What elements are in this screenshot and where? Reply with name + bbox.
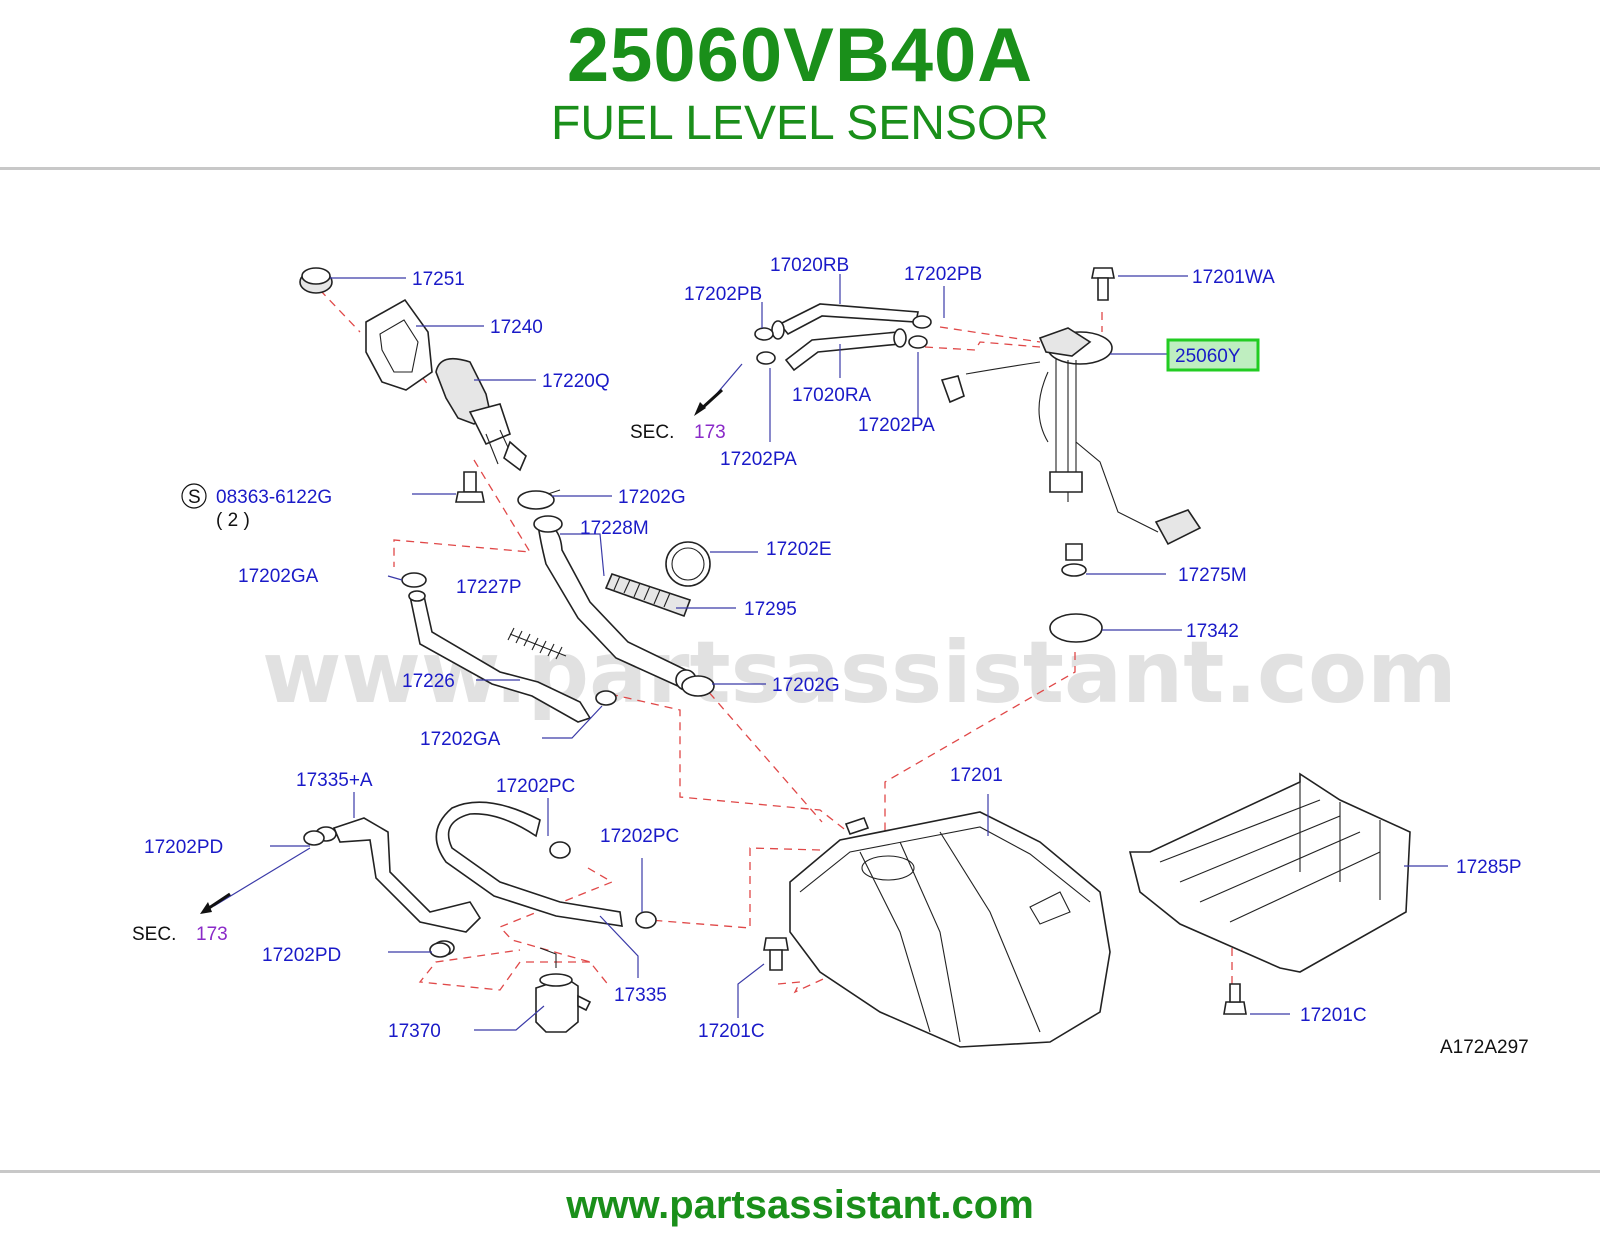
filler-bezel-part bbox=[365, 298, 433, 391]
label-17275m[interactable]: 17275M bbox=[1178, 565, 1247, 586]
label-17370[interactable]: 17370 bbox=[388, 1021, 441, 1042]
label-17202pd-top[interactable]: 17202PD bbox=[144, 837, 223, 858]
label-17202pa-left[interactable]: 17202PA bbox=[720, 449, 797, 470]
part-17275m bbox=[1061, 543, 1087, 577]
fuel-level-sensor-unit bbox=[940, 327, 1202, 546]
label-17251[interactable]: 17251 bbox=[412, 269, 465, 290]
leader-lines bbox=[270, 274, 1448, 1031]
label-17335a[interactable]: 17335+A bbox=[296, 770, 373, 791]
assembly-dashed-lines bbox=[319, 289, 1233, 994]
footer-website-link[interactable]: www.partsassistant.com bbox=[566, 1183, 1034, 1227]
label-17202g-top[interactable]: 17202G bbox=[618, 487, 686, 508]
hose-17202pc bbox=[435, 801, 657, 929]
filler-tube-part bbox=[435, 357, 527, 472]
hose-17335a bbox=[315, 817, 482, 956]
fuel-cap-part bbox=[299, 267, 333, 294]
bolt-17201c-right bbox=[1223, 983, 1247, 1015]
filler-hose-part bbox=[533, 515, 697, 691]
header-divider bbox=[0, 167, 1600, 170]
clamp-17202e bbox=[665, 541, 711, 587]
link-sec-173-bottom[interactable]: 173 bbox=[196, 924, 228, 945]
link-sec-173-top[interactable]: 173 bbox=[694, 422, 726, 443]
clamp-17202ga-top bbox=[401, 572, 427, 588]
label-17226[interactable]: 17226 bbox=[402, 671, 455, 692]
clamp-17202g-bottom bbox=[681, 675, 715, 697]
label-17202pa-right[interactable]: 17202PA bbox=[858, 415, 935, 436]
label-17202pc-left[interactable]: 17202PC bbox=[496, 776, 575, 797]
label-17240[interactable]: 17240 bbox=[490, 317, 543, 338]
clamp-17202pd-bottom bbox=[429, 942, 451, 958]
label-17202g-bottom[interactable]: 17202G bbox=[772, 675, 840, 696]
fuel-tank-17201 bbox=[789, 811, 1111, 1048]
highlight-box bbox=[1166, 338, 1260, 372]
label-17201c-right[interactable]: 17201C bbox=[1300, 1005, 1367, 1026]
label-17201c-left[interactable]: 17201C bbox=[698, 1021, 765, 1042]
label-sec-bottom: SEC. bbox=[132, 924, 176, 945]
label-17227p[interactable]: 17227P bbox=[456, 577, 522, 598]
diagram-code: A172A297 bbox=[1440, 1037, 1529, 1058]
bolt-17201wa bbox=[1091, 267, 1115, 301]
spring-17227p bbox=[507, 627, 567, 660]
label-17202pb-left[interactable]: 17202PB bbox=[684, 284, 762, 305]
standard-part-circle-icon bbox=[181, 483, 207, 509]
label-17228m[interactable]: 17228M bbox=[580, 518, 649, 539]
label-17285p[interactable]: 17285P bbox=[1456, 857, 1522, 878]
clamp-17202ga-bottom bbox=[595, 690, 617, 706]
breather-hose-17295 bbox=[604, 573, 692, 618]
page-header: 25060VB40A FUEL LEVEL SENSOR bbox=[0, 0, 1600, 168]
label-17342[interactable]: 17342 bbox=[1186, 621, 1239, 642]
part-name-subtitle: FUEL LEVEL SENSOR bbox=[551, 97, 1049, 150]
parts-diagram: www.partsassistant.com bbox=[132, 255, 1529, 1058]
label-17335[interactable]: 17335 bbox=[614, 985, 667, 1006]
label-17202pc-right[interactable]: 17202PC bbox=[600, 826, 679, 847]
watermark-text: www.partsassistant.com bbox=[262, 623, 1457, 723]
label-17202pb-right[interactable]: 17202PB bbox=[904, 264, 982, 285]
label-17201wa[interactable]: 17201WA bbox=[1192, 267, 1275, 288]
filler-bolt-part bbox=[455, 471, 485, 503]
label-sec-top: SEC. bbox=[630, 422, 674, 443]
part-number-title: 25060VB40A bbox=[566, 13, 1034, 98]
label-17020rb[interactable]: 17020RB bbox=[770, 255, 849, 276]
label-17020ra[interactable]: 17020RA bbox=[792, 385, 872, 406]
label-17202ga-top[interactable]: 17202GA bbox=[238, 566, 319, 587]
bolt-17201c-left bbox=[763, 937, 789, 971]
filter-17370 bbox=[535, 947, 592, 1033]
label-17202pd-bottom[interactable]: 17202PD bbox=[262, 945, 341, 966]
clamp-17202pd-top bbox=[303, 830, 325, 846]
label-qty-2: ( 2 ) bbox=[216, 510, 250, 531]
label-17220q[interactable]: 17220Q bbox=[542, 371, 610, 392]
vent-tube-17226 bbox=[408, 590, 592, 723]
label-25060y-highlighted[interactable]: 25060Y bbox=[1175, 346, 1241, 367]
footer-divider bbox=[0, 1170, 1600, 1173]
section-arrow-top bbox=[694, 363, 743, 416]
label-17202e[interactable]: 17202E bbox=[766, 539, 832, 560]
heat-shield-17285p bbox=[1128, 772, 1411, 973]
section-arrow-bottom bbox=[200, 847, 311, 914]
part-labels: 17251 17240 17220Q S 08363-6122G ( 2 ) 1… bbox=[132, 255, 1529, 1058]
hoses-17020 bbox=[754, 303, 932, 372]
label-17295[interactable]: 17295 bbox=[744, 599, 797, 620]
label-17201[interactable]: 17201 bbox=[950, 765, 1003, 786]
standard-part-mark: S bbox=[188, 487, 201, 508]
label-17202ga-bottom[interactable]: 17202GA bbox=[420, 729, 501, 750]
gasket-17342 bbox=[1049, 613, 1103, 643]
clamp-17202g-top bbox=[517, 489, 561, 510]
label-08363-6122g[interactable]: 08363-6122G bbox=[216, 487, 332, 508]
